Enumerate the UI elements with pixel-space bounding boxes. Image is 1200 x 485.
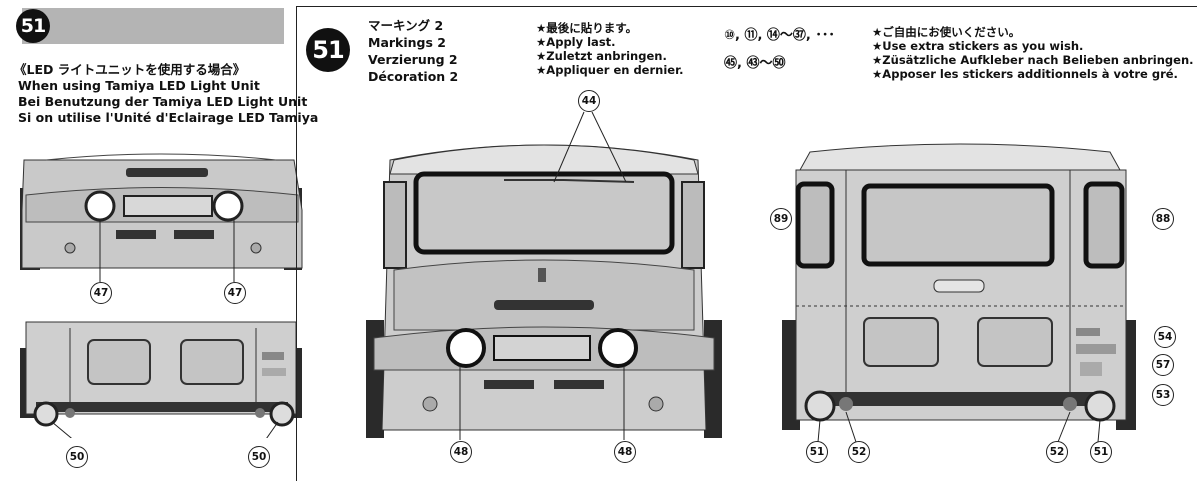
- callout-53: 53: [1152, 384, 1174, 406]
- extra-note-fr: ★Apposer les stickers additionnels à vot…: [872, 67, 1178, 81]
- callout-57: 57: [1152, 354, 1174, 376]
- extra-note-jp: ★ご自由にお使いください。: [872, 25, 1021, 39]
- callout-52-left: 52: [848, 441, 870, 463]
- markings-title-de: Verzierung 2: [368, 52, 458, 67]
- led-heading-jp: 《LED ライトユニットを使用する場合》: [14, 62, 246, 77]
- apply-last-jp: ★最後に貼ります。: [536, 21, 638, 35]
- callout-88: 88: [1152, 208, 1174, 230]
- markings-title-en: Markings 2: [368, 35, 446, 50]
- led-heading-de: Bei Benutzung der Tamiya LED Light Unit: [18, 94, 308, 109]
- callout-50-right: 50: [248, 446, 270, 468]
- callout-51-right: 51: [1090, 441, 1112, 463]
- callout-44: 44: [578, 90, 600, 112]
- callout-51-left: 51: [806, 441, 828, 463]
- apply-last-de: ★Zuletzt anbringen.: [536, 49, 667, 63]
- callout-48-right: 48: [614, 441, 636, 463]
- callout-89: 89: [770, 208, 792, 230]
- callout-52-right: 52: [1046, 441, 1068, 463]
- callout-47-left: 47: [90, 282, 112, 304]
- markings-title-jp: マーキング 2: [368, 18, 444, 33]
- extra-sticker-numbers-1: ⑩, ⑪, ⑭～㊲, ･･･: [724, 28, 835, 43]
- left-rear-view-drawing: [20, 321, 302, 438]
- callout-54: 54: [1154, 326, 1176, 348]
- extra-sticker-numbers-2: ㊺, ㊸～㊿: [724, 56, 786, 71]
- apply-last-fr: ★Appliquer en dernier.: [536, 63, 684, 77]
- main-rear-view-drawing: [782, 143, 1136, 443]
- callout-47-right: 47: [224, 282, 246, 304]
- led-heading-fr: Si on utilise l'Unité d'Eclairage LED Ta…: [18, 110, 319, 125]
- callout-48-left: 48: [450, 441, 472, 463]
- step-number-badge: 51: [16, 9, 50, 43]
- markings-title-fr: Décoration 2: [368, 69, 459, 84]
- main-step-number-badge: 51: [306, 28, 350, 72]
- extra-note-de: ★Züsätzliche Aufkleber nach Belieben anb…: [872, 53, 1194, 67]
- left-front-view-drawing: [20, 153, 303, 282]
- step-header-bar: [22, 8, 284, 44]
- extra-note-en: ★Use extra stickers as you wish.: [872, 39, 1084, 53]
- apply-last-en: ★Apply last.: [536, 35, 616, 49]
- callout-50-left: 50: [66, 446, 88, 468]
- main-panel-frame: [296, 6, 1197, 481]
- led-heading-en: When using Tamiya LED Light Unit: [18, 78, 260, 93]
- main-front-view-drawing: [366, 111, 722, 440]
